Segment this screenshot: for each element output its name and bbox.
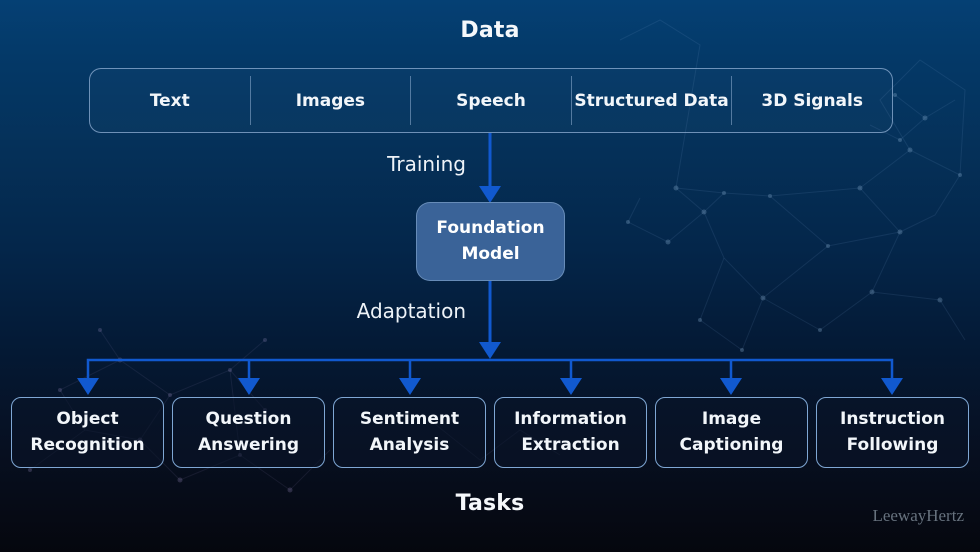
task-box-information-extraction: Information Extraction [494,397,647,468]
data-source-speech: Speech [456,90,526,111]
task-box-sentiment-analysis: Sentiment Analysis [333,397,486,468]
data-sources-box: Text Images Speech Structured Data 3D Si… [89,68,893,133]
cell-divider [731,76,733,125]
data-source-images: Images [295,90,366,111]
adaptation-arrowhead-icon [479,342,501,359]
training-label: Training [387,152,466,176]
foundation-model-label-line2: Model [461,243,520,264]
arrowheads [77,186,903,395]
task-label-line1: Instruction [840,409,945,429]
task-label-line1: Question [205,409,292,429]
task-box-object-recognition: Object Recognition [11,397,164,468]
task-label-line2: Recognition [30,434,145,455]
task-box-image-captioning: Image Captioning [655,397,808,468]
cell-divider [249,76,251,125]
task-label-line2: Answering [197,434,300,455]
tasks-title: Tasks [455,491,525,516]
cell-divider [410,76,412,125]
task-label-line1: Information [514,409,627,429]
data-source-structured-data: Structured Data [574,90,729,111]
task-label-line2: Analysis [369,434,450,455]
task-box-instruction-following: Instruction Following [816,397,969,468]
task-label-line2: Extraction [521,434,620,455]
task-label-line1: Object [56,409,119,429]
foundation-model-label-line1: Foundation [436,218,545,238]
adaptation-label: Adaptation [356,299,466,323]
task-box-question-answering: Question Answering [172,397,325,468]
data-title: Data [460,18,520,43]
cell-divider [570,76,572,125]
task-label-line1: Image [701,409,762,429]
branch-rail [86,358,894,380]
task-label-line2: Following [846,434,939,455]
task-label-line1: Sentiment [359,409,460,429]
watermark-leewayhertz: LeewayHertz [872,506,964,525]
data-source-3d-signals: 3D Signals [761,90,863,111]
data-source-text: Text [149,90,190,111]
training-arrowhead-icon [479,186,501,203]
foundation-model-box: Foundation Model [416,202,565,281]
task-label-line2: Captioning [679,434,784,455]
